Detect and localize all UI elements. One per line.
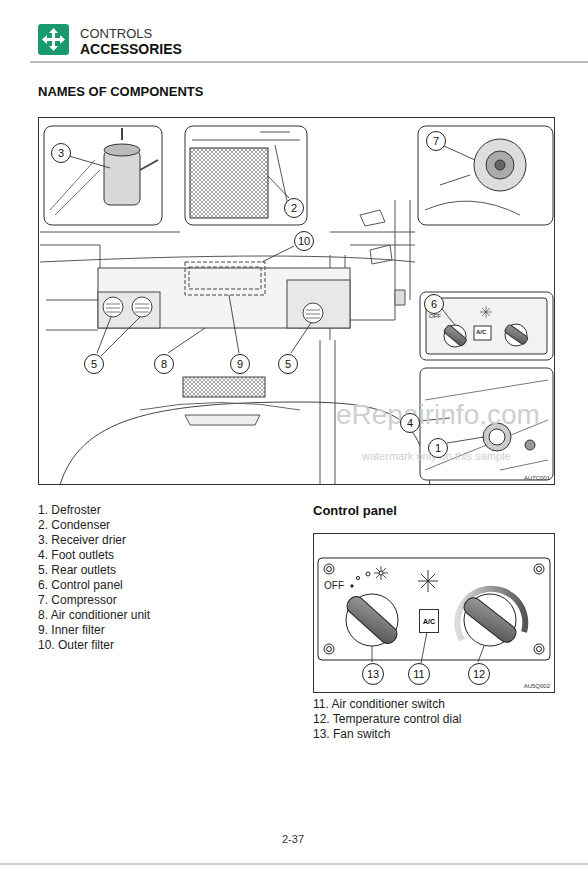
callout-text: 2	[291, 203, 297, 214]
callout-number: 8	[154, 354, 174, 374]
callout-text: 13	[367, 669, 379, 680]
callout-number: 3	[51, 143, 71, 163]
callout-text: 1	[435, 443, 441, 454]
callout-text: 10	[298, 236, 310, 247]
part-name: 10. Outer filter	[38, 638, 114, 652]
header-rule	[30, 62, 588, 63]
callout-number: 1	[428, 438, 448, 458]
callout-number: 5	[278, 354, 298, 374]
part-name: 7. Compressor	[38, 593, 117, 607]
callout-number: 12	[468, 663, 490, 685]
callout-text: 3	[58, 148, 64, 159]
part-name: 13. Fan switch	[313, 727, 390, 741]
page-number: 2-37	[282, 833, 304, 846]
cab-scene	[40, 200, 430, 485]
section-heading: NAMES OF COMPONENTS	[38, 84, 203, 100]
callout-number: 6	[424, 294, 444, 314]
leader-lines	[69, 146, 484, 443]
receiver-drier-inset	[44, 126, 162, 225]
callout-number: 9	[230, 354, 250, 374]
section-label: CONTROLS	[80, 26, 152, 42]
control-panel-drawing	[318, 558, 550, 662]
callout-text: 8	[161, 359, 167, 370]
callout-text: 12	[473, 669, 485, 680]
part-name: 1. Defroster	[38, 503, 101, 517]
illustration-frame: AU7C001 3 7 2 10 6 5 8 9 5 4 1	[38, 117, 555, 485]
callout-text: 9	[237, 359, 243, 370]
callout-text: 6	[431, 299, 437, 310]
switch-mark: A/C	[476, 329, 486, 336]
section-heading: Control panel	[313, 503, 397, 519]
watermark: eRepairinfo.com	[336, 398, 540, 432]
part-name: 8. Air conditioner unit	[38, 608, 150, 622]
callout-text: 7	[433, 136, 439, 147]
callout-text: 11	[413, 669, 424, 680]
part-name: 3. Receiver drier	[38, 533, 126, 547]
figure-code: AU7C001	[524, 475, 550, 481]
header-icon	[38, 24, 69, 55]
callout-number: 4	[400, 413, 420, 433]
condenser-inset	[185, 126, 307, 225]
leader-line	[421, 633, 427, 663]
callout-number: 13	[362, 663, 384, 685]
figure-code: AU5Q002	[524, 683, 550, 689]
part-name: 6. Control panel	[38, 578, 123, 592]
part-name: 12. Temperature control dial	[313, 712, 462, 726]
switch-label: A/C	[423, 618, 435, 625]
callout-text: 4	[407, 418, 413, 429]
callout-number: 5	[84, 354, 104, 374]
dash-console	[98, 262, 350, 328]
panel-mark: OFF	[429, 313, 441, 320]
panel-frame: AU5Q002 A/C 13 11 12	[313, 533, 555, 693]
callout-number: 7	[426, 131, 446, 151]
part-name: 11. Air conditioner switch	[313, 697, 445, 711]
callout-number: 11	[408, 663, 430, 685]
part-name: 5. Rear outlets	[38, 563, 116, 577]
switch-mark: OFF	[324, 580, 344, 592]
callout-number: 2	[284, 198, 304, 218]
part-name: 4. Foot outlets	[38, 548, 114, 562]
panel-inset	[420, 292, 553, 360]
footer-rule	[0, 864, 588, 865]
part-name: 2. Condenser	[38, 518, 110, 532]
callout-number: 10	[294, 231, 314, 251]
part-name: 9. Inner filter	[38, 623, 105, 637]
ac-switch: A/C	[419, 609, 439, 633]
callout-text: 5	[285, 359, 291, 370]
page-title: ACCESSORIES	[80, 41, 182, 58]
callout-text: 5	[91, 359, 97, 370]
compressor-inset	[418, 126, 553, 225]
